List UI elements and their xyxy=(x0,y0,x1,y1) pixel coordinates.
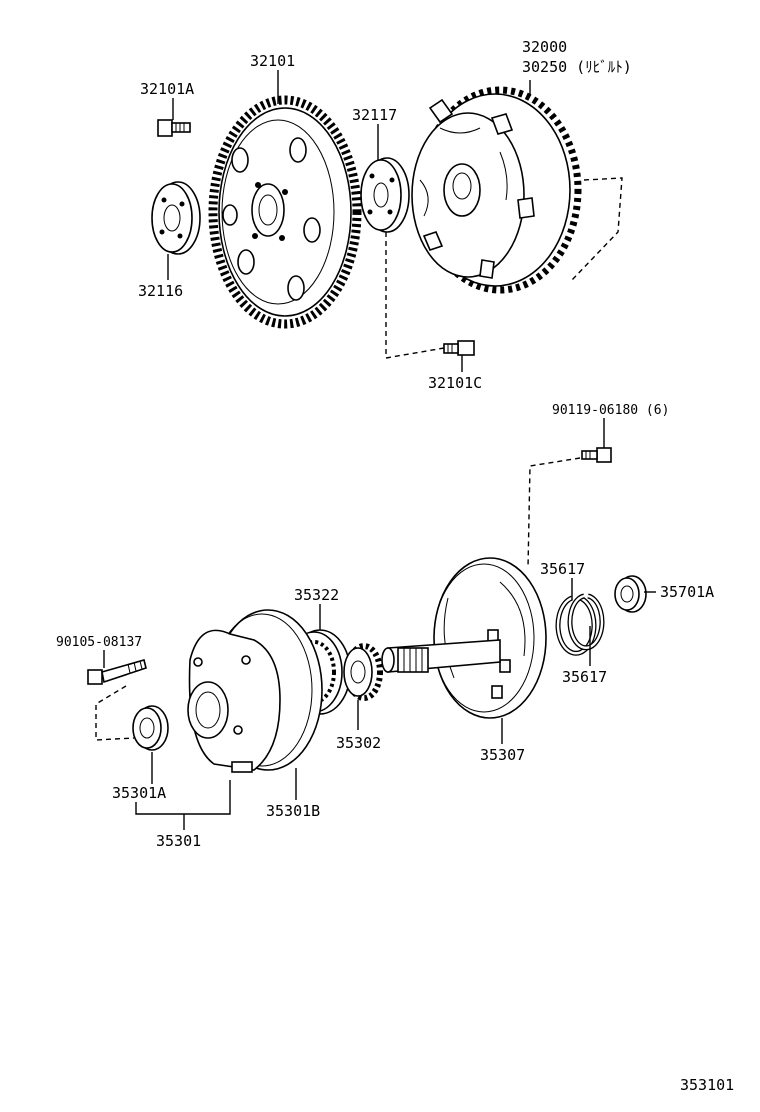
label-35301B: 35301B xyxy=(266,802,320,820)
stator-shaft-35307 xyxy=(381,557,547,719)
label-35301: 35301 xyxy=(156,832,201,850)
bolt-90119-06180 xyxy=(581,447,612,463)
label-30250: 30250 (ﾘﾋﾞﾙﾄ) xyxy=(522,58,632,76)
spacer-32116 xyxy=(151,181,201,255)
label-90119-06180: 90119-06180 (6) xyxy=(552,403,669,418)
label-32101C: 32101C xyxy=(428,374,482,392)
leader-dashed-90119 xyxy=(527,457,581,569)
top-leader-lines xyxy=(167,70,623,372)
label-35701A: 35701A xyxy=(660,583,714,601)
label-35322: 35322 xyxy=(294,586,339,604)
label-90105-08137: 90105-08137 xyxy=(56,635,142,650)
bolt-90105-08137 xyxy=(87,659,147,685)
label-32117: 32117 xyxy=(352,106,397,124)
oil-seal-35701A xyxy=(614,575,647,613)
torque-converter-32000 xyxy=(411,86,582,294)
bolt-32101A xyxy=(157,119,191,137)
snap-ring-35617-a xyxy=(555,595,597,656)
spacer-32117 xyxy=(360,157,410,233)
label-32000: 32000 xyxy=(522,38,567,56)
diagram-id: 353101 xyxy=(680,1076,734,1094)
label-35617-bottom: 35617 xyxy=(562,668,607,686)
label-35617-top: 35617 xyxy=(540,560,585,578)
snap-ring-35617-b xyxy=(567,593,605,651)
label-35301A: 35301A xyxy=(112,784,166,802)
label-35307: 35307 xyxy=(480,746,525,764)
drive-gear-35302 xyxy=(343,643,383,701)
drive-plate-32101 xyxy=(208,95,362,329)
seal-35301A xyxy=(132,705,169,751)
label-32101A: 32101A xyxy=(140,80,194,98)
label-32116: 32116 xyxy=(138,282,183,300)
bottom-leader-lines xyxy=(95,578,656,830)
pump-body-front xyxy=(187,629,281,773)
bolt-32101C xyxy=(443,340,475,356)
label-35302: 35302 xyxy=(336,734,381,752)
label-32101: 32101 xyxy=(250,52,295,70)
